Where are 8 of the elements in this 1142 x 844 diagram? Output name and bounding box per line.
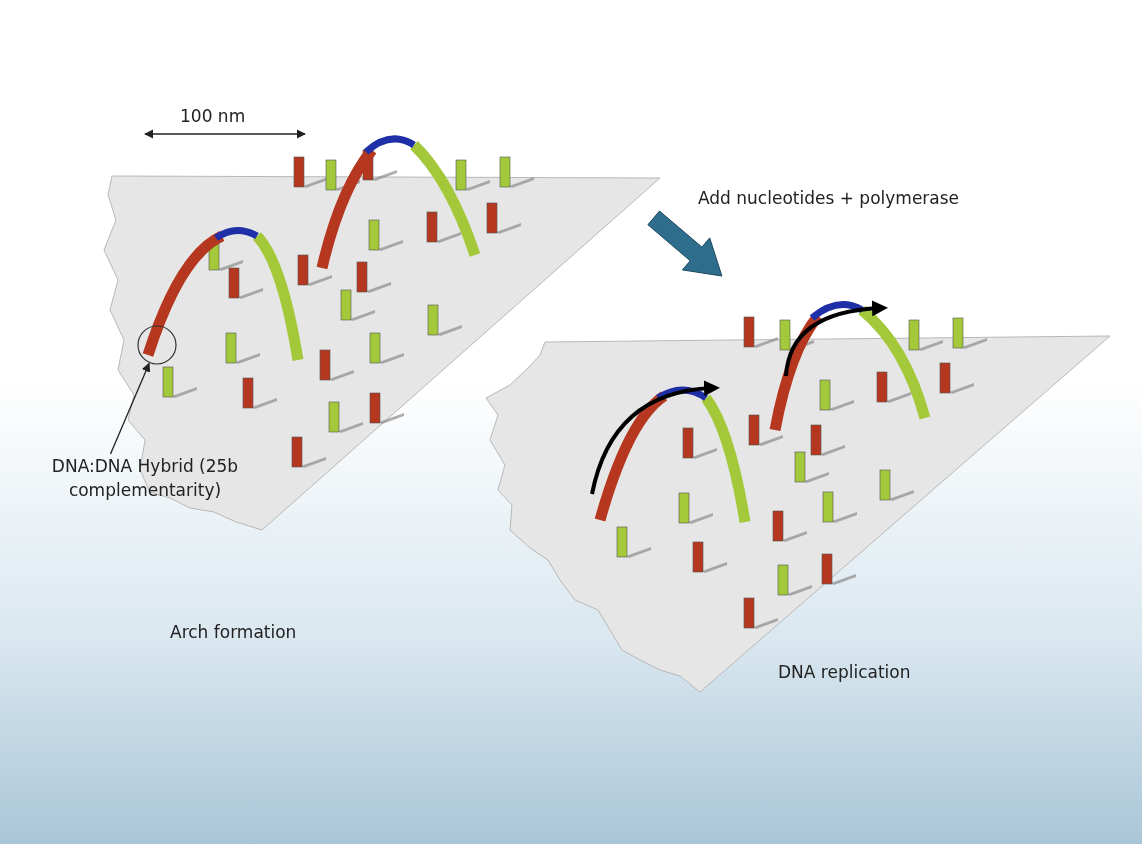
dimension-label: 100 nm <box>180 105 246 128</box>
highlight-circle <box>137 325 177 365</box>
block-arrow <box>647 210 723 277</box>
edge-label: Add nucleotides + polymerase <box>698 187 960 210</box>
caption: Arch formation <box>170 621 297 644</box>
leader-line <box>109 362 151 455</box>
caption: DNA replication <box>778 661 911 684</box>
annotation-text: DNA:DNA Hybrid (25b complementarity) <box>50 455 240 502</box>
